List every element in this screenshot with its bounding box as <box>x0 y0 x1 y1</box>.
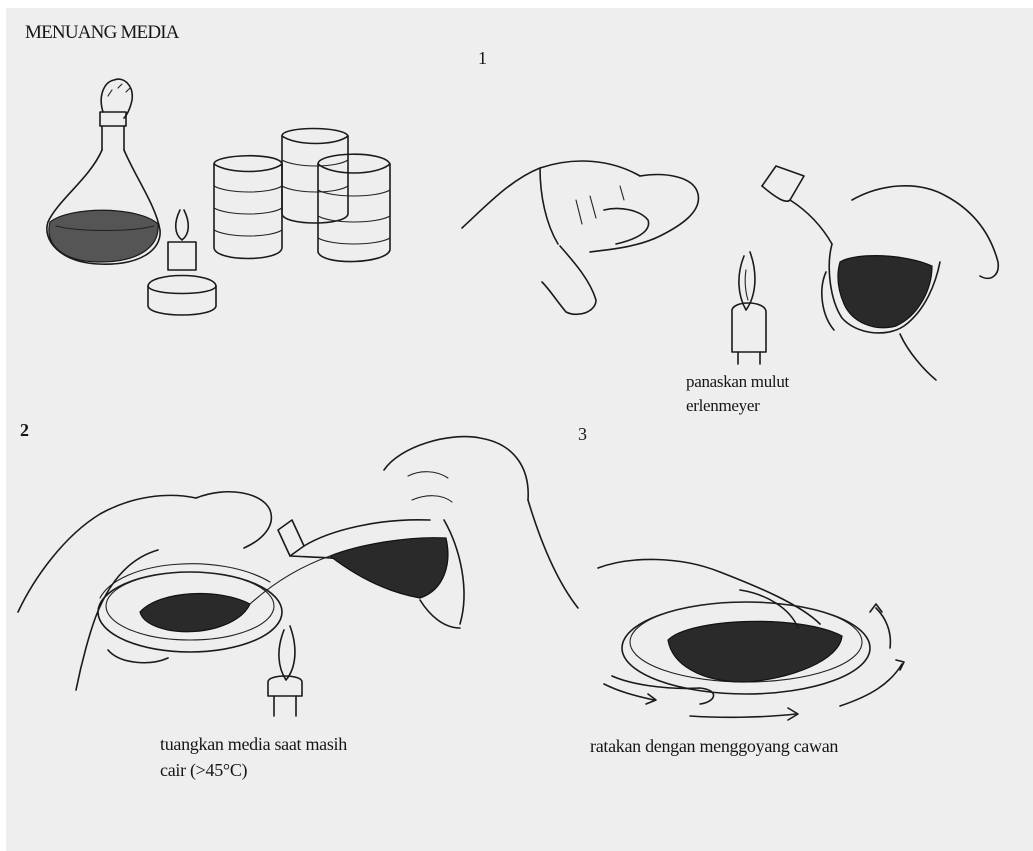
pouring-hand-left-drawing <box>18 492 271 690</box>
flask-mouth-heating-drawing <box>732 166 998 380</box>
petri-dish-receiving-drawing <box>98 564 282 652</box>
step-1-caption-line2: erlenmeyer <box>686 396 759 416</box>
step-2-caption-line1: tuangkan media saat masih <box>160 734 347 755</box>
stacked-petri-dishes-drawing <box>214 129 390 262</box>
erlenmeyer-flask-drawing <box>47 79 160 264</box>
step-1-number: 1 <box>478 48 487 69</box>
burner-pouring-step-drawing <box>268 626 302 716</box>
pouring-flask-drawing <box>250 437 578 628</box>
step-3-caption: ratakan dengan menggoyang cawan <box>590 736 838 757</box>
hand-holding-plug-drawing <box>462 161 698 314</box>
diagram-title: MENUANG MEDIA <box>25 22 179 44</box>
step-2-number: 2 <box>20 420 29 441</box>
step-3-number: 3 <box>578 424 587 445</box>
swirling-petri-dish-drawing <box>598 559 870 704</box>
step-2-caption-line2: cair (>45°C) <box>160 760 247 781</box>
step-1-caption-line1: panaskan mulut <box>686 372 789 392</box>
